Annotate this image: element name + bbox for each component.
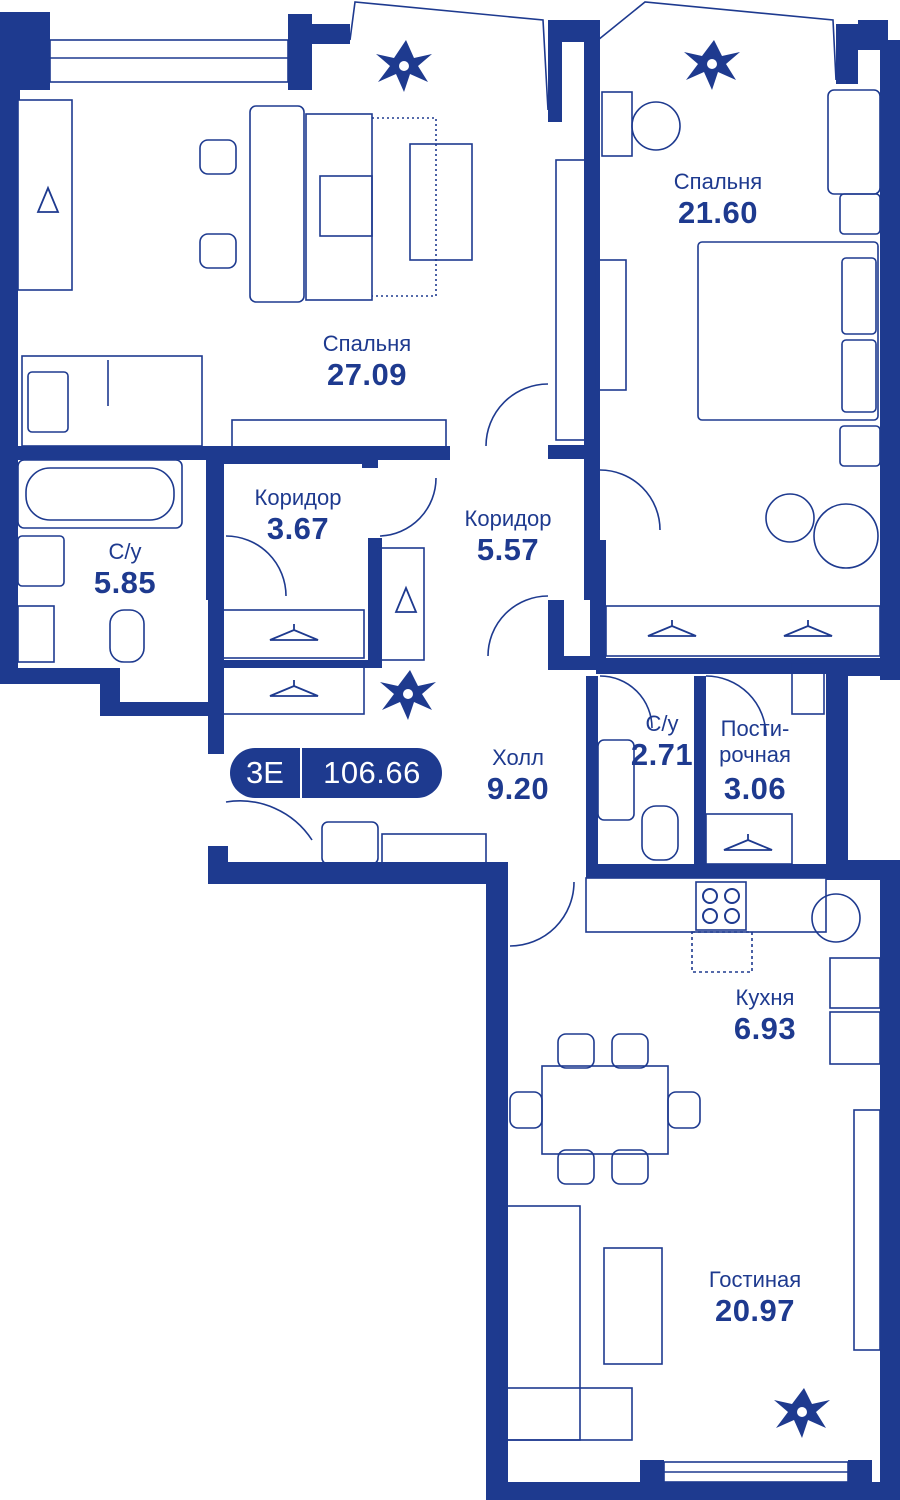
- plant-icon: [380, 670, 436, 720]
- room-area: 2.71: [630, 737, 694, 773]
- furniture: [17, 1, 881, 1483]
- room-name: С/у: [645, 711, 679, 736]
- apartment-badge: 3E 106.66: [230, 748, 442, 798]
- room-area: 20.97: [714, 1293, 796, 1329]
- apartment-type: 3E: [246, 755, 284, 790]
- room-label-bedroom-2: Спальня 21.60: [658, 170, 778, 230]
- room-label-bedroom-1: Спальня 27.09: [307, 332, 427, 392]
- room-area: 27.09: [326, 357, 408, 393]
- room-area: 9.20: [486, 771, 550, 807]
- room-label-laundry: Пости- рочная 3.06: [700, 716, 810, 805]
- room-area: 3.67: [266, 511, 330, 547]
- walls: [0, 12, 900, 1500]
- room-area: 5.85: [93, 565, 157, 601]
- apartment-area: 106.66: [323, 755, 421, 790]
- room-label-hall: Холл 9.20: [458, 746, 578, 806]
- room-label-corridor-2: Коридор 5.57: [448, 507, 568, 567]
- room-name-line2: рочная: [719, 742, 791, 768]
- plant-icon: [774, 1388, 830, 1438]
- room-area: 3.06: [723, 770, 787, 806]
- room-label-bathroom-1: С/у 5.85: [70, 540, 180, 600]
- plant-icon: [684, 40, 740, 90]
- plant-icon: [376, 40, 432, 92]
- room-name: Гостиная: [708, 1267, 802, 1292]
- room-label-kitchen: Кухня 6.93: [705, 986, 825, 1046]
- room-name: Коридор: [254, 485, 342, 510]
- room-name: С/у: [108, 539, 142, 564]
- room-name: Спальня: [673, 169, 763, 194]
- room-label-corridor-1: Коридор 3.67: [238, 486, 358, 546]
- room-area: 5.57: [476, 532, 540, 568]
- hanger-icon: [36, 185, 833, 851]
- room-label-bathroom-2: С/у 2.71: [612, 712, 712, 772]
- room-name-line1: Пости-: [720, 716, 790, 741]
- room-name: Холл: [492, 745, 544, 770]
- room-area: 6.93: [733, 1011, 797, 1047]
- room-label-living: Гостиная 20.97: [690, 1268, 820, 1328]
- room-name: Спальня: [322, 331, 412, 356]
- room-name: Коридор: [464, 506, 552, 531]
- room-name: Кухня: [735, 985, 795, 1010]
- badge-divider: [300, 748, 302, 798]
- room-area: 21.60: [677, 195, 759, 231]
- stove-icon: [702, 888, 740, 924]
